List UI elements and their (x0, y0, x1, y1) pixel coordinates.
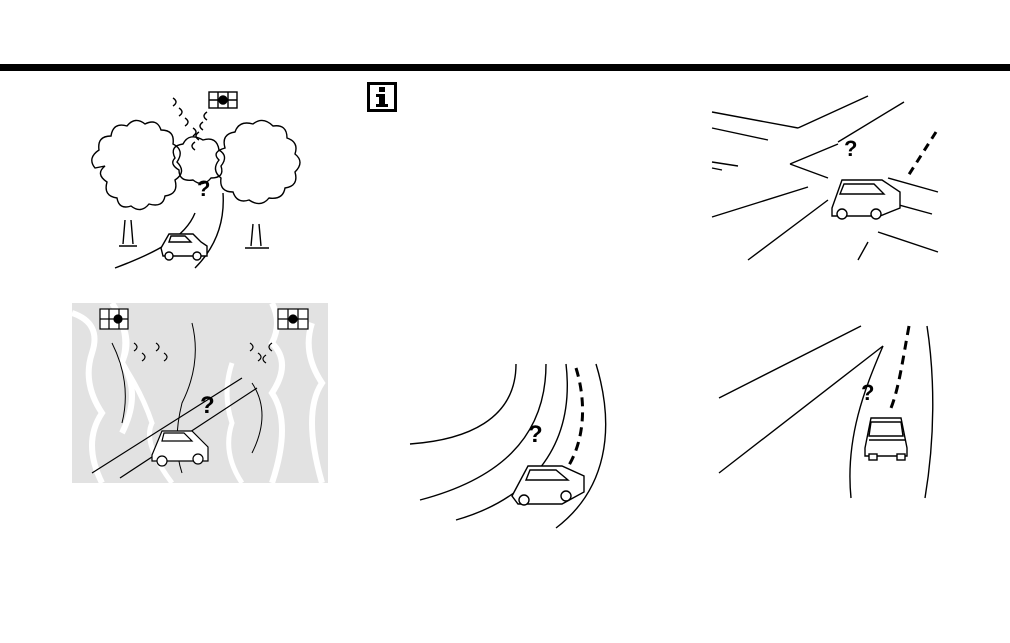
info-icon (367, 82, 397, 112)
satellite-icon (209, 92, 237, 108)
satellite-icon (100, 309, 128, 329)
illustration-trees-blocking-satellite: ? (85, 88, 325, 273)
illustration-car-on-curved-road: ? (406, 360, 616, 530)
svg-text:?: ? (861, 380, 874, 405)
svg-text:?: ? (528, 421, 543, 448)
illustration-car-at-intersection: ? (708, 92, 948, 262)
car-icon (512, 466, 584, 505)
illustration-car-at-road-fork: ? (715, 318, 945, 500)
car-icon (161, 234, 207, 260)
car-icon (832, 180, 900, 219)
svg-text:?: ? (197, 176, 210, 201)
tree-icon (92, 120, 182, 209)
tree-icon (215, 120, 300, 203)
header-rule (0, 64, 1010, 71)
svg-text:?: ? (200, 392, 215, 419)
illustration-canyon-blocking-satellites: ? (72, 303, 328, 483)
satellite-icon (278, 309, 308, 329)
svg-text:?: ? (844, 136, 857, 161)
car-icon (865, 418, 907, 460)
